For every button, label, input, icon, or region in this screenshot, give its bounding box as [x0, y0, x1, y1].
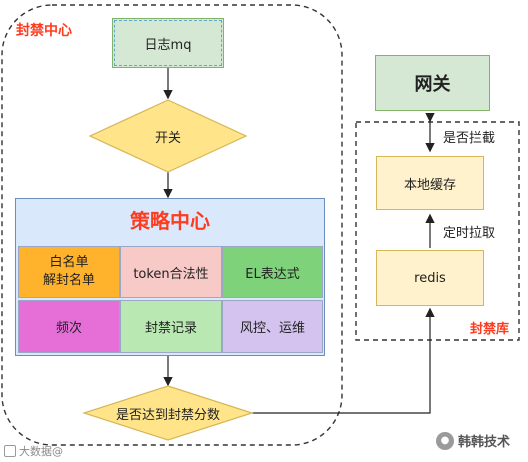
strategy-cell-whitelist: 白名单 解封名单: [18, 246, 120, 298]
strategy-title: 策略中心: [130, 208, 210, 233]
log-mq-node: 日志mq: [112, 18, 224, 68]
gateway-label: 网关: [414, 74, 451, 95]
switch-label: 开关: [154, 130, 181, 146]
redis-node: redis: [376, 250, 484, 306]
redis-label: redis: [414, 270, 446, 286]
pull-edge-label: 定时拉取: [443, 226, 496, 241]
log-mq-label: 日志mq: [144, 37, 192, 53]
center-block-title: 封禁中心: [16, 23, 72, 39]
right-watermark: ● 韩韩技术: [436, 431, 510, 450]
gateway-node: 网关: [375, 55, 490, 111]
strategy-cell-token: token合法性: [120, 246, 222, 298]
left-watermark: 大数据@: [4, 443, 63, 459]
local-cache-node: 本地缓存: [376, 156, 484, 210]
score-node: 是否达到封禁分数: [90, 401, 246, 425]
strategy-cell-frequency: 频次: [18, 300, 120, 353]
intercept-edge-label: 是否拦截: [443, 131, 496, 146]
wechat-icon: ●: [436, 431, 454, 450]
strategy-cell-el: EL表达式: [222, 246, 323, 298]
strategy-cell-ban-record: 封禁记录: [120, 300, 222, 353]
store-block-title: 封禁库: [470, 322, 510, 337]
right-watermark-text: 韩韩技术: [458, 435, 511, 450]
score-label: 是否达到封禁分数: [115, 407, 220, 423]
left-watermark-text: 大数据@: [19, 445, 63, 458]
switch-node: 开关: [110, 122, 226, 150]
watermark-icon: [4, 445, 16, 457]
strategy-cell-risk-ops: 风控、运维: [222, 300, 323, 353]
local-cache-label: 本地缓存: [403, 177, 456, 193]
